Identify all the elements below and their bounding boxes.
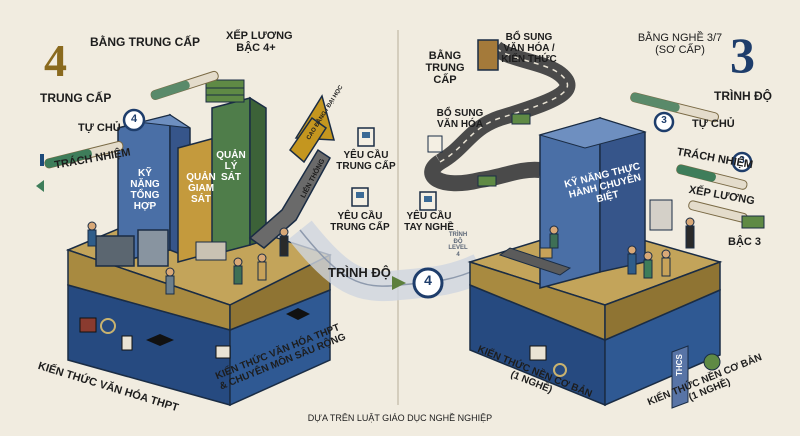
center-level-number: 4: [424, 272, 432, 288]
left-certificate-label: BẰNG TRUNG CẤP: [90, 35, 200, 49]
worker-icon: [685, 217, 695, 227]
right-responsibility-badge: [731, 151, 753, 173]
worker-icon: [233, 257, 243, 267]
door-icon: [477, 39, 499, 71]
requirement-label-1: YÊU CẦU TRUNG CẤP: [336, 150, 396, 172]
right-salary-value: BẬC 3: [728, 236, 762, 248]
worker-icon: [279, 227, 289, 237]
right-certificate-label: BẰNG NGHỀ 3/7 (SƠ CẤP): [637, 32, 723, 57]
door-label: BẰNG TRUNG CẤP: [425, 50, 465, 87]
graduation-cap-icon: [146, 334, 174, 346]
road-mid-label: BỔ SUNG VĂN HÓA: [436, 108, 484, 130]
control-panel-icon: [137, 229, 169, 267]
right-responsibility-badge-number: 3: [739, 155, 745, 166]
gear-icon: [553, 363, 567, 377]
graduation-cap-icon: [286, 308, 310, 320]
thcs-pillar: [671, 345, 689, 409]
left-tower-skill-label: KỸ NĂNG TỔNG HỢP: [130, 168, 160, 212]
gear-icon: [100, 318, 116, 334]
thcs-label: THCS: [675, 354, 684, 376]
worker-icon: [627, 245, 637, 255]
conveyor-icon: [498, 247, 572, 276]
left-salary-label: XẾP LƯƠNG BẬC 4+: [226, 30, 293, 55]
left-autonomy-label: TỰ CHỦ: [78, 122, 121, 134]
left-level-number: 4: [44, 35, 67, 86]
left-level-name: TRUNG CẤP: [40, 91, 112, 105]
money-stack-icon: [205, 79, 245, 103]
center-level-label: TRÌNH ĐỘ: [328, 265, 391, 280]
left-tower-manage-side: [249, 96, 267, 247]
right-level-number: 3: [730, 27, 755, 83]
requirement-label-2: YÊU CẦU TRUNG CẤP: [330, 211, 390, 233]
right-level-badge: [653, 111, 675, 133]
arrow-left-icon: [36, 180, 44, 192]
books-icon: [79, 317, 97, 333]
money-icon: [511, 113, 531, 125]
left-platform-side: [229, 253, 331, 332]
left-badge-number: 4: [130, 113, 138, 125]
box-icon: [539, 247, 553, 259]
document-icon: [121, 335, 133, 351]
clipboard-icon: [427, 135, 443, 153]
worker-icon: [165, 267, 175, 277]
left-block: [36, 70, 335, 407]
machine-icon: [95, 235, 135, 267]
road-icon: [435, 41, 576, 169]
worker-icon: [87, 221, 97, 231]
right-badge-number: 3: [661, 115, 667, 126]
right-tower-top: [538, 117, 647, 149]
arrow-right-icon: [392, 276, 406, 290]
left-tower-supervise-label: QUẢN GIAM SÁT: [186, 172, 216, 205]
worker-icon: [661, 249, 671, 259]
left-level-badge: [122, 108, 146, 132]
left-tower-manage-label: QUẢN LÝ SÁT: [216, 150, 246, 183]
right-platform-side: [604, 260, 721, 342]
worker-icon: [257, 253, 267, 263]
machine-icon: [649, 199, 673, 231]
right-level-name: TRÌNH ĐỘ: [714, 89, 772, 103]
footer-note: DỰA TRÊN LUẬT GIÁO DỤC NGHỀ NGHIỆP: [307, 413, 493, 423]
tools-icon: [529, 345, 547, 361]
worker-icon: [549, 225, 559, 235]
center-level-sub: TRÌNH ĐỘ LEVEL 4: [448, 232, 468, 258]
checkmark-icon: [703, 353, 721, 371]
escalator-icon: [248, 148, 331, 249]
money-icon: [477, 175, 497, 187]
skill-requirement-label: YÊU CẦU TAY NGHỀ: [404, 211, 454, 233]
center-level-badge: [412, 267, 444, 299]
worker-icon: [643, 251, 653, 261]
money-icon: [741, 215, 765, 229]
road-top-label: BỔ SUNG VĂN HÓA / KIẾN THỨC: [501, 32, 557, 65]
right-block: [424, 39, 765, 409]
desk-icon: [195, 241, 227, 261]
person-icon: [40, 154, 44, 166]
book-icon: [215, 345, 231, 359]
right-autonomy-label: TỰ CHỦ: [692, 118, 735, 130]
